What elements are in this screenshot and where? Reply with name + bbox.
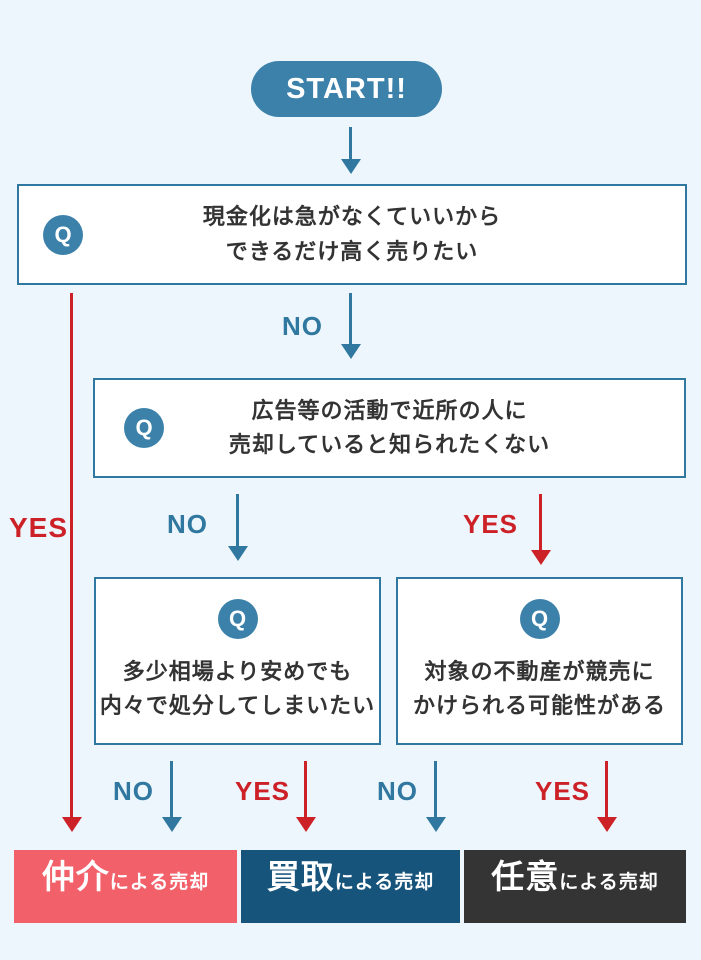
arrow-start-to-q1	[349, 127, 352, 160]
question-3-line2: 内々で処分してしまいたい	[99, 693, 376, 719]
question-box-2: Q 広告等の活動で近所の人に 売却していると知られたくない	[93, 378, 686, 478]
question-box-4: Q 対象の不動産が競売に かけられる可能性がある	[396, 577, 683, 745]
question-2-line1: 広告等の活動で近所の人に	[251, 397, 528, 423]
arrow-q4-yes-to-voluntary	[605, 761, 608, 818]
q-badge-icon: Q	[124, 408, 164, 448]
question-1-text: 現金化は急がなくていいから できるだけ高く売りたい	[19, 186, 685, 283]
q-badge-label: Q	[54, 221, 72, 247]
q-badge-label: Q	[135, 415, 153, 440]
result-box-purchase-sale: 買取 による売却	[241, 850, 460, 923]
edge-label-q4-yes: YES	[535, 776, 591, 806]
arrow-q1-no-to-q2	[349, 293, 352, 345]
result-purchase-suffix: による売却	[334, 872, 435, 893]
result-voluntary-emphasis: 任意	[491, 858, 560, 895]
edge-label-q1-yes: YES	[9, 512, 69, 543]
question-2-line2: 売却していると知られたくない	[228, 432, 551, 457]
result-purchase-emphasis: 買取	[266, 858, 335, 895]
question-1-line2: できるだけ高く売りたい	[225, 238, 479, 264]
q-badge-label: Q	[530, 606, 549, 631]
question-4-text: 対象の不動産が競売に かけられる可能性がある	[413, 655, 666, 723]
result-mediation-suffix: による売却	[109, 872, 210, 893]
question-1-line1: 現金化は急がなくていいから	[202, 204, 502, 230]
result-voluntary-suffix: による売却	[559, 872, 659, 893]
result-box-mediation-sale: 仲介 による売却	[14, 850, 237, 923]
question-3-line1: 多少相場より安めでも	[122, 659, 353, 684]
edge-label-q4-no: NO	[377, 776, 418, 806]
q-badge-icon: Q	[217, 599, 258, 639]
question-box-1: Q 現金化は急がなくていいから できるだけ高く売りたい	[17, 184, 687, 285]
result-mediation-emphasis: 仲介	[41, 858, 110, 895]
arrow-q4-no-to-purchase	[434, 761, 437, 818]
edge-label-q2-no: NO	[167, 509, 208, 539]
question-2-text: 広告等の活動で近所の人に 売却していると知られたくない	[95, 380, 684, 476]
question-4-line1: 対象の不動産が競売に	[424, 659, 655, 684]
q-badge-icon: Q	[519, 599, 560, 639]
edge-label-q2-yes: YES	[463, 509, 519, 539]
arrow-q2-yes-to-q4	[539, 494, 542, 551]
question-box-3: Q 多少相場より安めでも 内々で処分してしまいたい	[94, 577, 381, 745]
q-badge-icon: Q	[43, 214, 83, 255]
q-badge-label: Q	[228, 606, 247, 631]
start-pill: START!!	[251, 61, 442, 117]
result-box-voluntary-sale: 任意 による売却	[464, 850, 686, 923]
arrow-q1-yes-to-mediation	[70, 293, 73, 818]
arrow-q3-no-to-mediation	[170, 761, 173, 818]
edge-label-q3-yes: YES	[235, 776, 291, 806]
question-4-line2: かけられる可能性がある	[412, 693, 666, 719]
arrow-q3-yes-to-purchase	[304, 761, 307, 818]
question-3-text: 多少相場より安めでも 内々で処分してしまいたい	[100, 655, 375, 723]
edge-label-q1-no: NO	[282, 311, 323, 341]
edge-label-q3-no: NO	[113, 776, 154, 806]
arrow-q2-no-to-q3	[236, 494, 239, 547]
start-label: START!!	[286, 72, 407, 105]
